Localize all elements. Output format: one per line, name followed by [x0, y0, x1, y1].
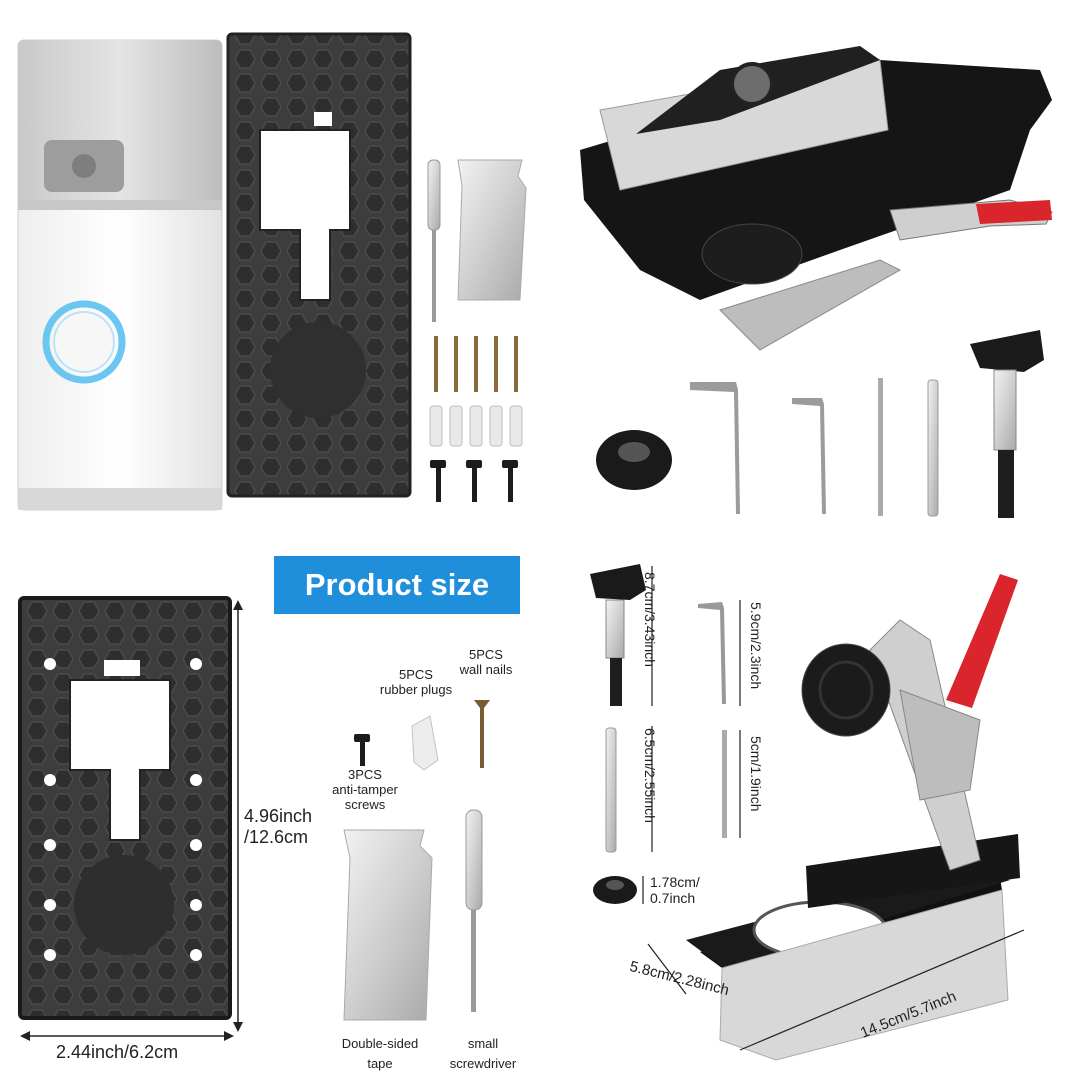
screwdriver-name-2: screwdriver — [449, 1055, 517, 1071]
collar-dimension: 1.78cm/ 0.7inch — [650, 874, 700, 906]
tamper-screws-qty: 3PCS — [348, 767, 382, 782]
product-size-banner: Product size — [274, 556, 520, 614]
rubber-plugs-qty: 5PCS — [399, 667, 433, 682]
tamper-screws-name-2: screws — [344, 796, 386, 812]
tape-label: Double-sided tape — [326, 1034, 434, 1073]
plate-height-label: 4.96inch /12.6cm — [244, 806, 336, 847]
plate-height-line-1: 4.96inch — [244, 806, 313, 826]
tape-name-2: tape — [367, 1055, 393, 1071]
wall-nails-label: 5PCS wall nails — [450, 647, 522, 678]
tamper-screws-label: 3PCS anti-tamper screws — [318, 767, 412, 813]
collar-dimension-line-1: 1.78cm/ — [650, 874, 700, 890]
tamper-screws-name: anti-tamper — [332, 781, 398, 797]
screwdriver-name-1: small — [467, 1036, 499, 1051]
plate-width-label: 2.44inch/6.2cm — [56, 1042, 179, 1062]
wall-nails-name: wall nails — [459, 661, 513, 677]
collar-dimension-line-2: 0.7inch — [650, 890, 696, 907]
rubber-plugs-label: 5PCS rubber plugs — [368, 667, 464, 698]
tape-name-1: Double-sided — [341, 1036, 419, 1051]
screwdriver-label: small screwdriver — [438, 1034, 528, 1073]
plate-height-line-2: /12.6cm — [244, 826, 309, 847]
rubber-plugs-name: rubber plugs — [379, 681, 453, 697]
wall-nails-qty: 5PCS — [469, 647, 503, 662]
